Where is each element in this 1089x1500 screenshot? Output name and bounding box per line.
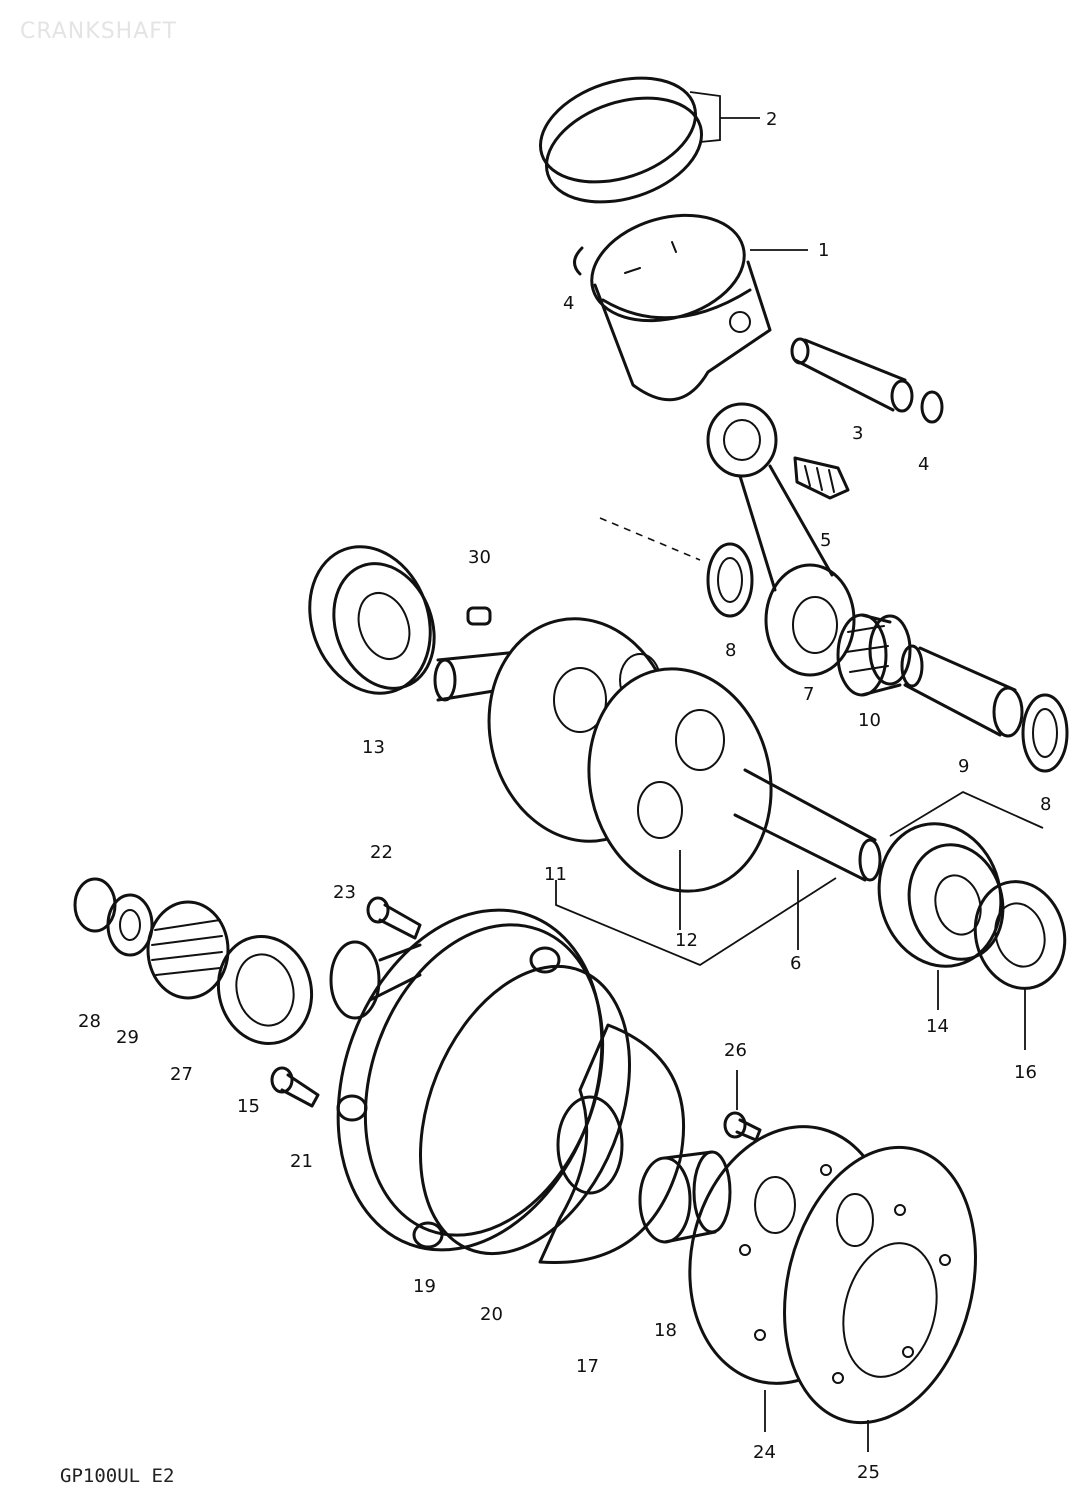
big-end-bearing [836, 613, 912, 697]
callout-2: 2 [766, 109, 777, 130]
housing-screw-top [366, 896, 422, 940]
right-main-bearing [877, 790, 1044, 968]
callout-22: 22 [370, 842, 393, 863]
callout-18: 18 [654, 1320, 677, 1341]
callout-23: 23 [333, 882, 356, 903]
callout-17: 17 [576, 1356, 599, 1377]
crankshaft-bracket [555, 850, 837, 967]
piston-pin [790, 337, 944, 424]
piston-rings [538, 76, 760, 204]
callout-24: 24 [753, 1442, 776, 1463]
crankcase-housing [336, 908, 605, 1252]
callout-30: 30 [468, 547, 491, 568]
callout-4-left: 4 [563, 293, 574, 314]
woodruff-key [466, 606, 492, 626]
connecting-rod [706, 402, 856, 677]
callout-5: 5 [820, 530, 831, 551]
piston [573, 213, 808, 402]
model-code: GP100UL E2 [60, 1465, 174, 1487]
callout-8-left: 8 [725, 640, 736, 661]
callout-28: 28 [78, 1011, 101, 1032]
callout-8-right: 8 [1040, 794, 1051, 815]
callout-15: 15 [237, 1096, 260, 1117]
housing-screw-bottom [270, 1066, 320, 1108]
left-main-bearing [308, 545, 436, 695]
callout-25: 25 [857, 1462, 880, 1483]
right-oil-seal [973, 880, 1067, 990]
thrust-washer-left [599, 517, 754, 618]
rotor-plate [783, 1145, 977, 1425]
callout-21: 21 [290, 1151, 313, 1172]
callout-10: 10 [858, 710, 881, 731]
callout-16: 16 [1014, 1062, 1037, 1083]
callout-1: 1 [818, 240, 829, 261]
thrust-washer-right [1021, 693, 1069, 773]
rotor-screw [723, 1070, 762, 1142]
callout-7: 7 [803, 684, 814, 705]
callout-13: 13 [362, 737, 385, 758]
callout-20: 20 [480, 1304, 503, 1325]
crankshaft-right-half [587, 667, 882, 893]
callout-14: 14 [926, 1016, 949, 1037]
cover-plate [538, 1023, 685, 1265]
callout-6: 6 [790, 953, 801, 974]
primary-drive-gear [146, 900, 230, 1000]
callout-26: 26 [724, 1040, 747, 1061]
callout-19: 19 [413, 1276, 436, 1297]
callout-29: 29 [116, 1027, 139, 1048]
callout-12: 12 [675, 930, 698, 951]
callout-leaders [764, 970, 1026, 1452]
left-oil-seal [216, 934, 314, 1046]
rotor-hub [638, 1150, 732, 1244]
housing-gasket [419, 964, 631, 1256]
small-end-bearing [793, 456, 850, 500]
crank-pin [900, 644, 1024, 738]
o-ring [329, 940, 381, 1020]
diagram-title: CRANKSHAFT [20, 19, 177, 44]
callout-11: 11 [544, 864, 567, 885]
callout-labels: 1 2 3 4 4 5 6 7 8 8 9 10 11 12 13 14 15 … [78, 109, 1051, 1483]
callout-27: 27 [170, 1064, 193, 1085]
callout-9: 9 [958, 756, 969, 777]
left-washer-nut [73, 877, 154, 957]
callout-4-right: 4 [918, 454, 929, 475]
callout-3: 3 [852, 423, 863, 444]
